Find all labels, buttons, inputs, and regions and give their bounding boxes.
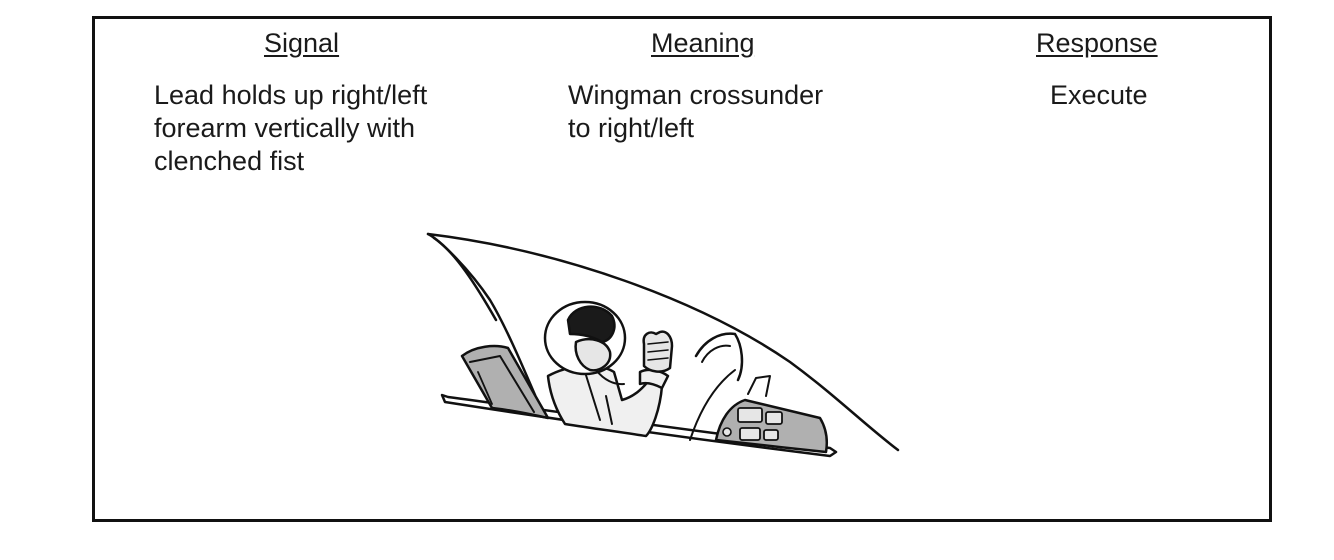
canopy-frame-inner xyxy=(434,238,496,320)
canopy-bow xyxy=(696,334,742,380)
hud xyxy=(748,376,770,396)
